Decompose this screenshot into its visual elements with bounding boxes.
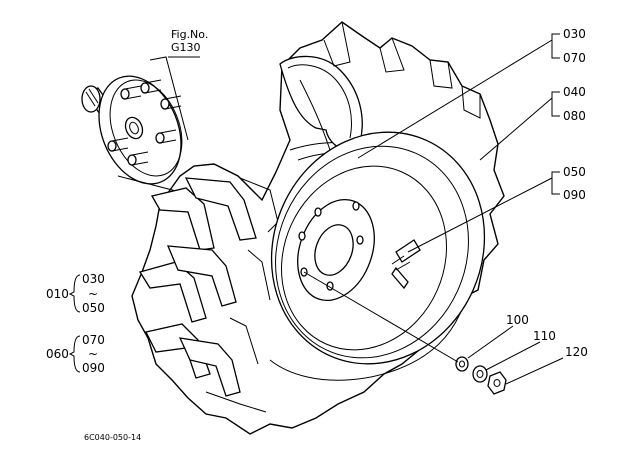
callout-120: 120 <box>565 345 588 359</box>
figure-ref-line2: G130 <box>171 41 201 54</box>
assembly-010-to: 050 <box>82 301 105 315</box>
wheel-rim <box>270 131 486 365</box>
assembly-060-to: 090 <box>82 361 105 375</box>
callout-070: 070 <box>563 51 586 65</box>
drawing-number: 6C040-050-14 <box>84 433 141 442</box>
assembly-060-id: 060 <box>46 347 69 361</box>
assembly-060: 060 070 ~ 090 <box>46 333 105 375</box>
nut-washer-stack <box>303 271 507 395</box>
tire <box>131 21 505 435</box>
callout-labels: 030 070 040 080 050 090 100 110 120 <box>506 27 588 359</box>
callout-100: 100 <box>506 313 529 327</box>
callout-050: 050 <box>563 165 586 179</box>
callout-080: 080 <box>563 109 586 123</box>
figure-reference: Fig.No. G130 <box>171 28 208 54</box>
assembly-010: 010 030 ~ 050 <box>46 272 105 315</box>
callout-040: 040 <box>563 85 586 99</box>
assembly-010-tilde: ~ <box>88 287 98 301</box>
assembly-060-tilde: ~ <box>88 347 98 361</box>
callout-030: 030 <box>563 27 586 41</box>
assembly-010-id: 010 <box>46 287 69 301</box>
callout-090: 090 <box>563 188 586 202</box>
callout-110: 110 <box>533 329 556 343</box>
figure-ref-line1: Fig.No. <box>171 28 208 41</box>
leader-lines <box>168 33 564 385</box>
hub-flange <box>81 56 189 193</box>
assembly-060-from: 070 <box>82 333 105 347</box>
assembly-010-from: 030 <box>82 272 105 286</box>
